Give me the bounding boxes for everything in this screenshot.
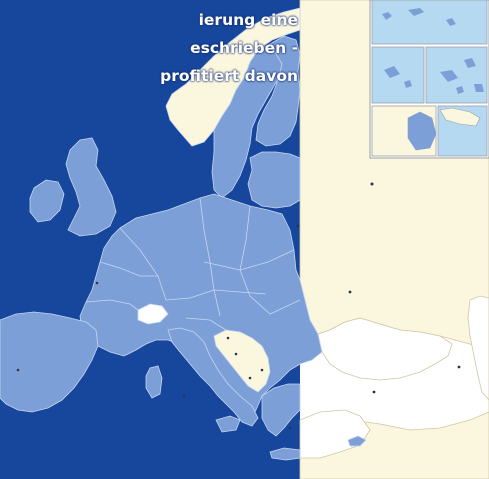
capital-dots — [16, 182, 461, 430]
inset-guiana — [407, 111, 437, 151]
capital-dot-icon — [370, 182, 374, 186]
capital-dot-icon — [226, 336, 230, 340]
capital-dot-icon — [457, 365, 461, 369]
italy — [167, 327, 259, 427]
western-balkans — [213, 329, 271, 393]
switzerland — [137, 303, 169, 325]
capital-dot-icon — [348, 290, 352, 294]
cyprus — [347, 435, 367, 447]
capital-dot-icon — [182, 394, 186, 398]
capital-dot-icon — [234, 352, 238, 356]
baltic-states — [247, 151, 301, 209]
inset-mid-left — [371, 46, 425, 104]
capital-dot-icon — [95, 281, 99, 285]
ireland — [29, 179, 65, 223]
capital-dot-icon — [288, 426, 292, 430]
united-kingdom — [65, 137, 117, 237]
capital-dot-icon — [248, 376, 252, 380]
internal-borders — [85, 197, 301, 331]
greece — [261, 383, 301, 437]
black-sea — [317, 317, 453, 381]
capital-dot-icon — [260, 368, 264, 372]
inset-top — [371, 0, 488, 45]
iberia — [0, 311, 99, 413]
sardinia — [145, 365, 163, 399]
capital-dot-icon — [16, 368, 20, 372]
caspian-sea — [467, 295, 489, 401]
crete — [269, 447, 301, 461]
inset-map-panel — [369, 0, 489, 159]
capital-dot-icon — [296, 224, 300, 228]
inset-mid-right — [425, 46, 488, 104]
capital-dot-icon — [372, 390, 376, 394]
finland — [255, 35, 301, 147]
sicily — [215, 415, 241, 433]
